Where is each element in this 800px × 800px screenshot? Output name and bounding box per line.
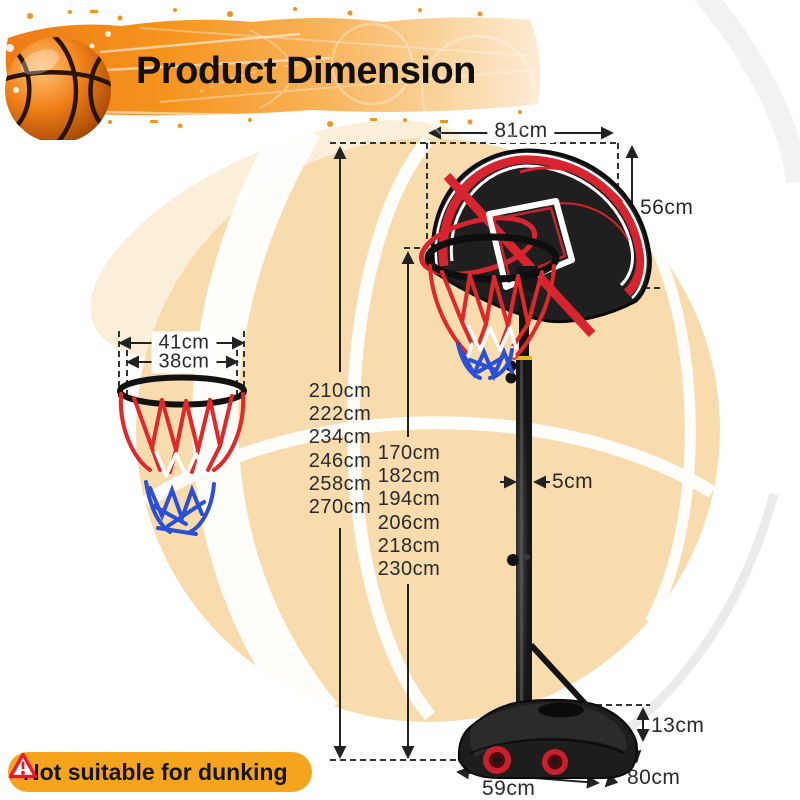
height-adjust-collar (516, 356, 532, 361)
grunge-halo (6, 31, 111, 140)
rim-height-option: 230cm (377, 558, 441, 581)
warning-text: Not suitable for dunking (23, 758, 288, 785)
overall-height-option: 258cm (308, 472, 372, 495)
rim-height-option: 206cm (377, 511, 441, 534)
backboard-height-label: 56cm (640, 196, 694, 219)
header-banner (5, 7, 540, 140)
backboard-width-label: 81cm (487, 119, 555, 143)
adjust-knob-icon (505, 372, 517, 384)
rim-height-options: 170cm 182cm 194cm 206cm 218cm 230cm (359, 442, 459, 581)
page-title: Product Dimension (136, 50, 476, 92)
rim-height-option: 182cm (377, 465, 441, 488)
rim-height-option: 170cm (377, 442, 441, 464)
overall-height-option: 222cm (308, 403, 372, 426)
warning-badge: Not suitable for dunking (8, 752, 312, 792)
wheel-icon (542, 749, 568, 775)
hoop-rim-net (424, 233, 560, 382)
pole-diameter-label: 5cm (552, 470, 594, 493)
base-width-label: 59cm (482, 777, 536, 800)
court-lines-decoration (139, 22, 537, 140)
rim-height-option: 194cm (377, 488, 441, 511)
base-depth-label: 80cm (627, 766, 681, 789)
pole (505, 296, 532, 745)
lock-knob-icon (507, 554, 519, 566)
rim-detail (117, 374, 247, 536)
rim-inner-label: 38cm (151, 350, 217, 374)
base-height-label: 13cm (651, 714, 705, 737)
banner-brush (5, 17, 540, 116)
warning-triangle-icon (8, 752, 38, 779)
overall-height-option: 246cm (308, 449, 372, 472)
wheel-icon (483, 746, 511, 774)
rim-height-option: 218cm (377, 534, 441, 557)
rim-outer-label: 41cm (151, 331, 217, 355)
overall-height-option: 234cm (308, 426, 372, 449)
banner-speckles (27, 7, 522, 129)
overall-height-options: 210cm 222cm 234cm 246cm 258cm 270cm (290, 380, 390, 519)
overall-height-option: 270cm (308, 496, 372, 519)
motion-streaks (95, 32, 331, 132)
basketball-icon (5, 37, 111, 140)
overall-height-option: 210cm (308, 380, 372, 402)
base (457, 698, 638, 779)
